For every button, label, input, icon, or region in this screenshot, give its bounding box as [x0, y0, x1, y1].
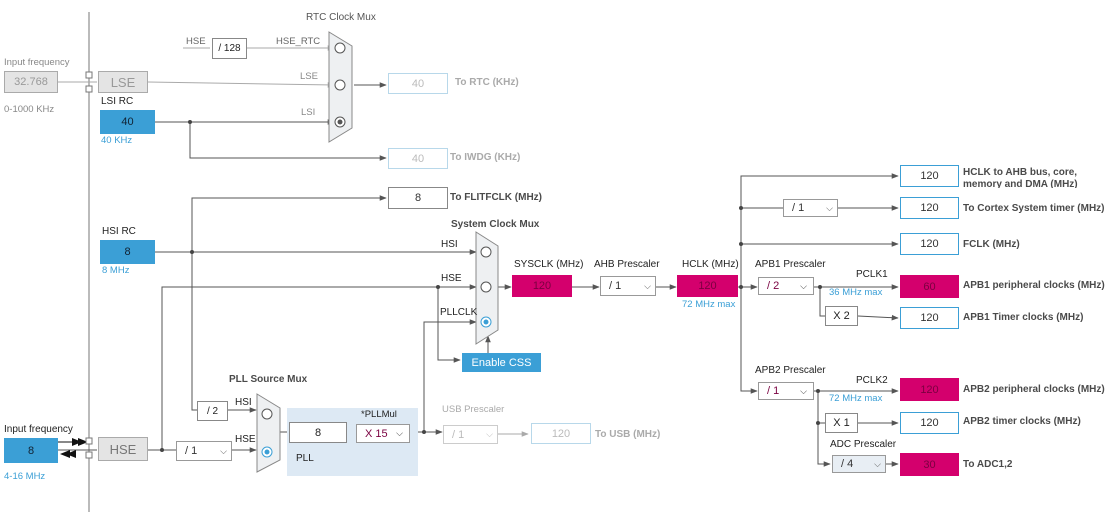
apb1-peripheral-value: 60 [900, 275, 959, 298]
lsi-title: LSI RC [101, 96, 134, 107]
apb2-timer-label: APB2 timer clocks (MHz) [963, 416, 1081, 427]
hclk-ahb-output-label-line2: memory and DMA (MHz) [963, 179, 1078, 188]
hsi-title: HSI RC [102, 226, 136, 237]
lsi-frequency: 40 KHz [101, 135, 133, 146]
pll-input-value: 8 [289, 422, 347, 443]
hse-input-frequency-field[interactable]: 8 [4, 438, 58, 463]
ahb-prescaler-title: AHB Prescaler [594, 259, 660, 270]
pll-source-hse-label: HSE [235, 434, 256, 445]
pclk1-label: PCLK1 [856, 269, 888, 280]
cortex-div-value: / 1 [792, 202, 805, 214]
adc-prescaler-title: ADC Prescaler [830, 439, 897, 450]
usb-prescaler-title: USB Prescaler [442, 404, 505, 415]
cortex-output-label: To Cortex System timer (MHz) [963, 203, 1105, 214]
hclk-ahb-output-label-line1: HCLK to AHB bus, core, [963, 167, 1078, 178]
pll-hsi-div2: / 2 [197, 401, 228, 421]
hclk-title: HCLK (MHz) [682, 259, 739, 270]
sysclk-title: SYSCLK (MHz) [514, 259, 584, 270]
rtc-mux-title: RTC Clock Mux [306, 12, 376, 23]
hclk-value[interactable]: 120 [677, 275, 738, 297]
adc-prescaler-value: / 4 [841, 458, 854, 470]
apb1-prescaler-select[interactable]: / 2 ⌵ [758, 277, 814, 295]
adc-output-label: To ADC1,2 [963, 459, 1013, 470]
ahb-prescaler-value: / 1 [609, 280, 622, 292]
system-mux-title: System Clock Mux [451, 219, 540, 230]
cortex-div-select[interactable]: / 1 ⌵ [783, 199, 838, 217]
pll-mul-select[interactable]: X 15 ⌵ [356, 424, 410, 443]
pll-source-hsi-label: HSI [235, 397, 252, 408]
lse-range: 0-1000 KHz [4, 104, 55, 115]
hclk-max: 72 MHz max [682, 299, 736, 310]
pclk2-label: PCLK2 [856, 375, 888, 386]
chevron-down-icon: ⌵ [486, 429, 493, 439]
hsi-frequency: 8 MHz [102, 265, 130, 276]
hse-range: 4-16 MHz [4, 471, 46, 482]
rtc-hse-div128: / 128 [212, 38, 247, 59]
apb2-peripheral-label: APB2 peripheral clocks (MHz) [963, 384, 1105, 395]
apb1-prescaler-value: / 2 [767, 280, 780, 292]
pll-mul-value: X 15 [365, 427, 388, 440]
hse-input-frequency-label: Input frequency [4, 424, 73, 435]
usb-output-label: To USB (MHz) [595, 429, 661, 440]
apb2-prescaler-title: APB2 Prescaler [755, 365, 826, 376]
system-mux-hsi-label: HSI [441, 239, 458, 250]
lsi-value[interactable]: 40 [100, 110, 155, 134]
fclk-output-value: 120 [900, 233, 959, 255]
hse-box[interactable]: HSE [98, 437, 148, 461]
pll-label: PLL [296, 453, 314, 464]
apb2-peripheral-value: 120 [900, 378, 959, 401]
rtc-output-value: 40 [388, 73, 448, 94]
usb-prescaler-select[interactable]: / 1 ⌵ [443, 425, 498, 444]
chevron-down-icon: ⌵ [798, 385, 809, 397]
rtc-output-label: To RTC (KHz) [455, 77, 519, 88]
ahb-prescaler-select[interactable]: / 1 ⌵ [600, 276, 656, 296]
apb2-prescaler-value: / 1 [767, 385, 780, 397]
hse-div-value: / 1 [185, 445, 198, 457]
rtc-lsi-in-label: LSI [301, 107, 316, 118]
hsi-value[interactable]: 8 [100, 240, 155, 264]
chevron-down-icon: ⌵ [874, 458, 881, 469]
adc-prescaler-select[interactable]: / 4 ⌵ [832, 455, 886, 473]
apb2-max: 72 MHz max [829, 393, 883, 404]
apb1-timer-label: APB1 Timer clocks (MHz) [963, 312, 1084, 323]
adc-output-value: 30 [900, 453, 959, 476]
rtc-lse-in-label: LSE [300, 71, 318, 82]
fclk-output-label: FCLK (MHz) [963, 239, 1020, 250]
apb2-timer-value: 120 [900, 412, 959, 434]
pll-mul-title: *PLLMul [361, 409, 397, 420]
hclk-ahb-output-value: 120 [900, 165, 959, 187]
apb2-prescaler-select[interactable]: / 1 ⌵ [758, 382, 814, 400]
pll-source-mux-title: PLL Source Mux [229, 374, 308, 385]
rtc-hse-rtc-label: HSE_RTC [276, 36, 321, 47]
cortex-output-value: 120 [900, 197, 959, 219]
flitfclk-output-label: To FLITFCLK (MHz) [450, 192, 543, 203]
rtc-hse-label: HSE [186, 36, 206, 47]
chevron-down-icon: ⌵ [394, 428, 405, 439]
apb2-timer-mult: X 1 [825, 413, 858, 433]
lse-input-frequency-label: Input frequency [4, 57, 70, 68]
chevron-down-icon: ⌵ [826, 202, 833, 213]
pll-source-mux-shape [256, 393, 281, 473]
apb1-max: 36 MHz max [829, 287, 883, 298]
usb-prescaler-value: / 1 [452, 428, 465, 441]
usb-output-value: 120 [531, 423, 591, 444]
system-mux-pllclk-label: PLLCLK [440, 307, 478, 318]
hse-div-select[interactable]: / 1 ⌵ [176, 441, 232, 461]
flitfclk-output-value: 8 [388, 187, 448, 209]
chevron-down-icon: ⌵ [220, 445, 227, 456]
enable-css-button[interactable]: Enable CSS [462, 353, 541, 372]
lse-input-frequency-field[interactable]: 32.768 [4, 71, 58, 93]
iwdg-output-value: 40 [388, 148, 448, 169]
system-mux-hse-label: HSE [441, 273, 462, 284]
chevron-down-icon: ⌵ [798, 280, 809, 292]
apb1-prescaler-title: APB1 Prescaler [755, 259, 826, 270]
lse-box[interactable]: LSE [98, 71, 148, 93]
iwdg-output-label: To IWDG (KHz) [450, 152, 521, 163]
sysclk-value: 120 [512, 275, 572, 297]
apb1-timer-mult: X 2 [825, 306, 858, 326]
chevron-down-icon: ⌵ [644, 280, 651, 291]
apb1-peripheral-label: APB1 peripheral clocks (MHz) [963, 280, 1105, 291]
apb1-timer-value: 120 [900, 307, 959, 329]
